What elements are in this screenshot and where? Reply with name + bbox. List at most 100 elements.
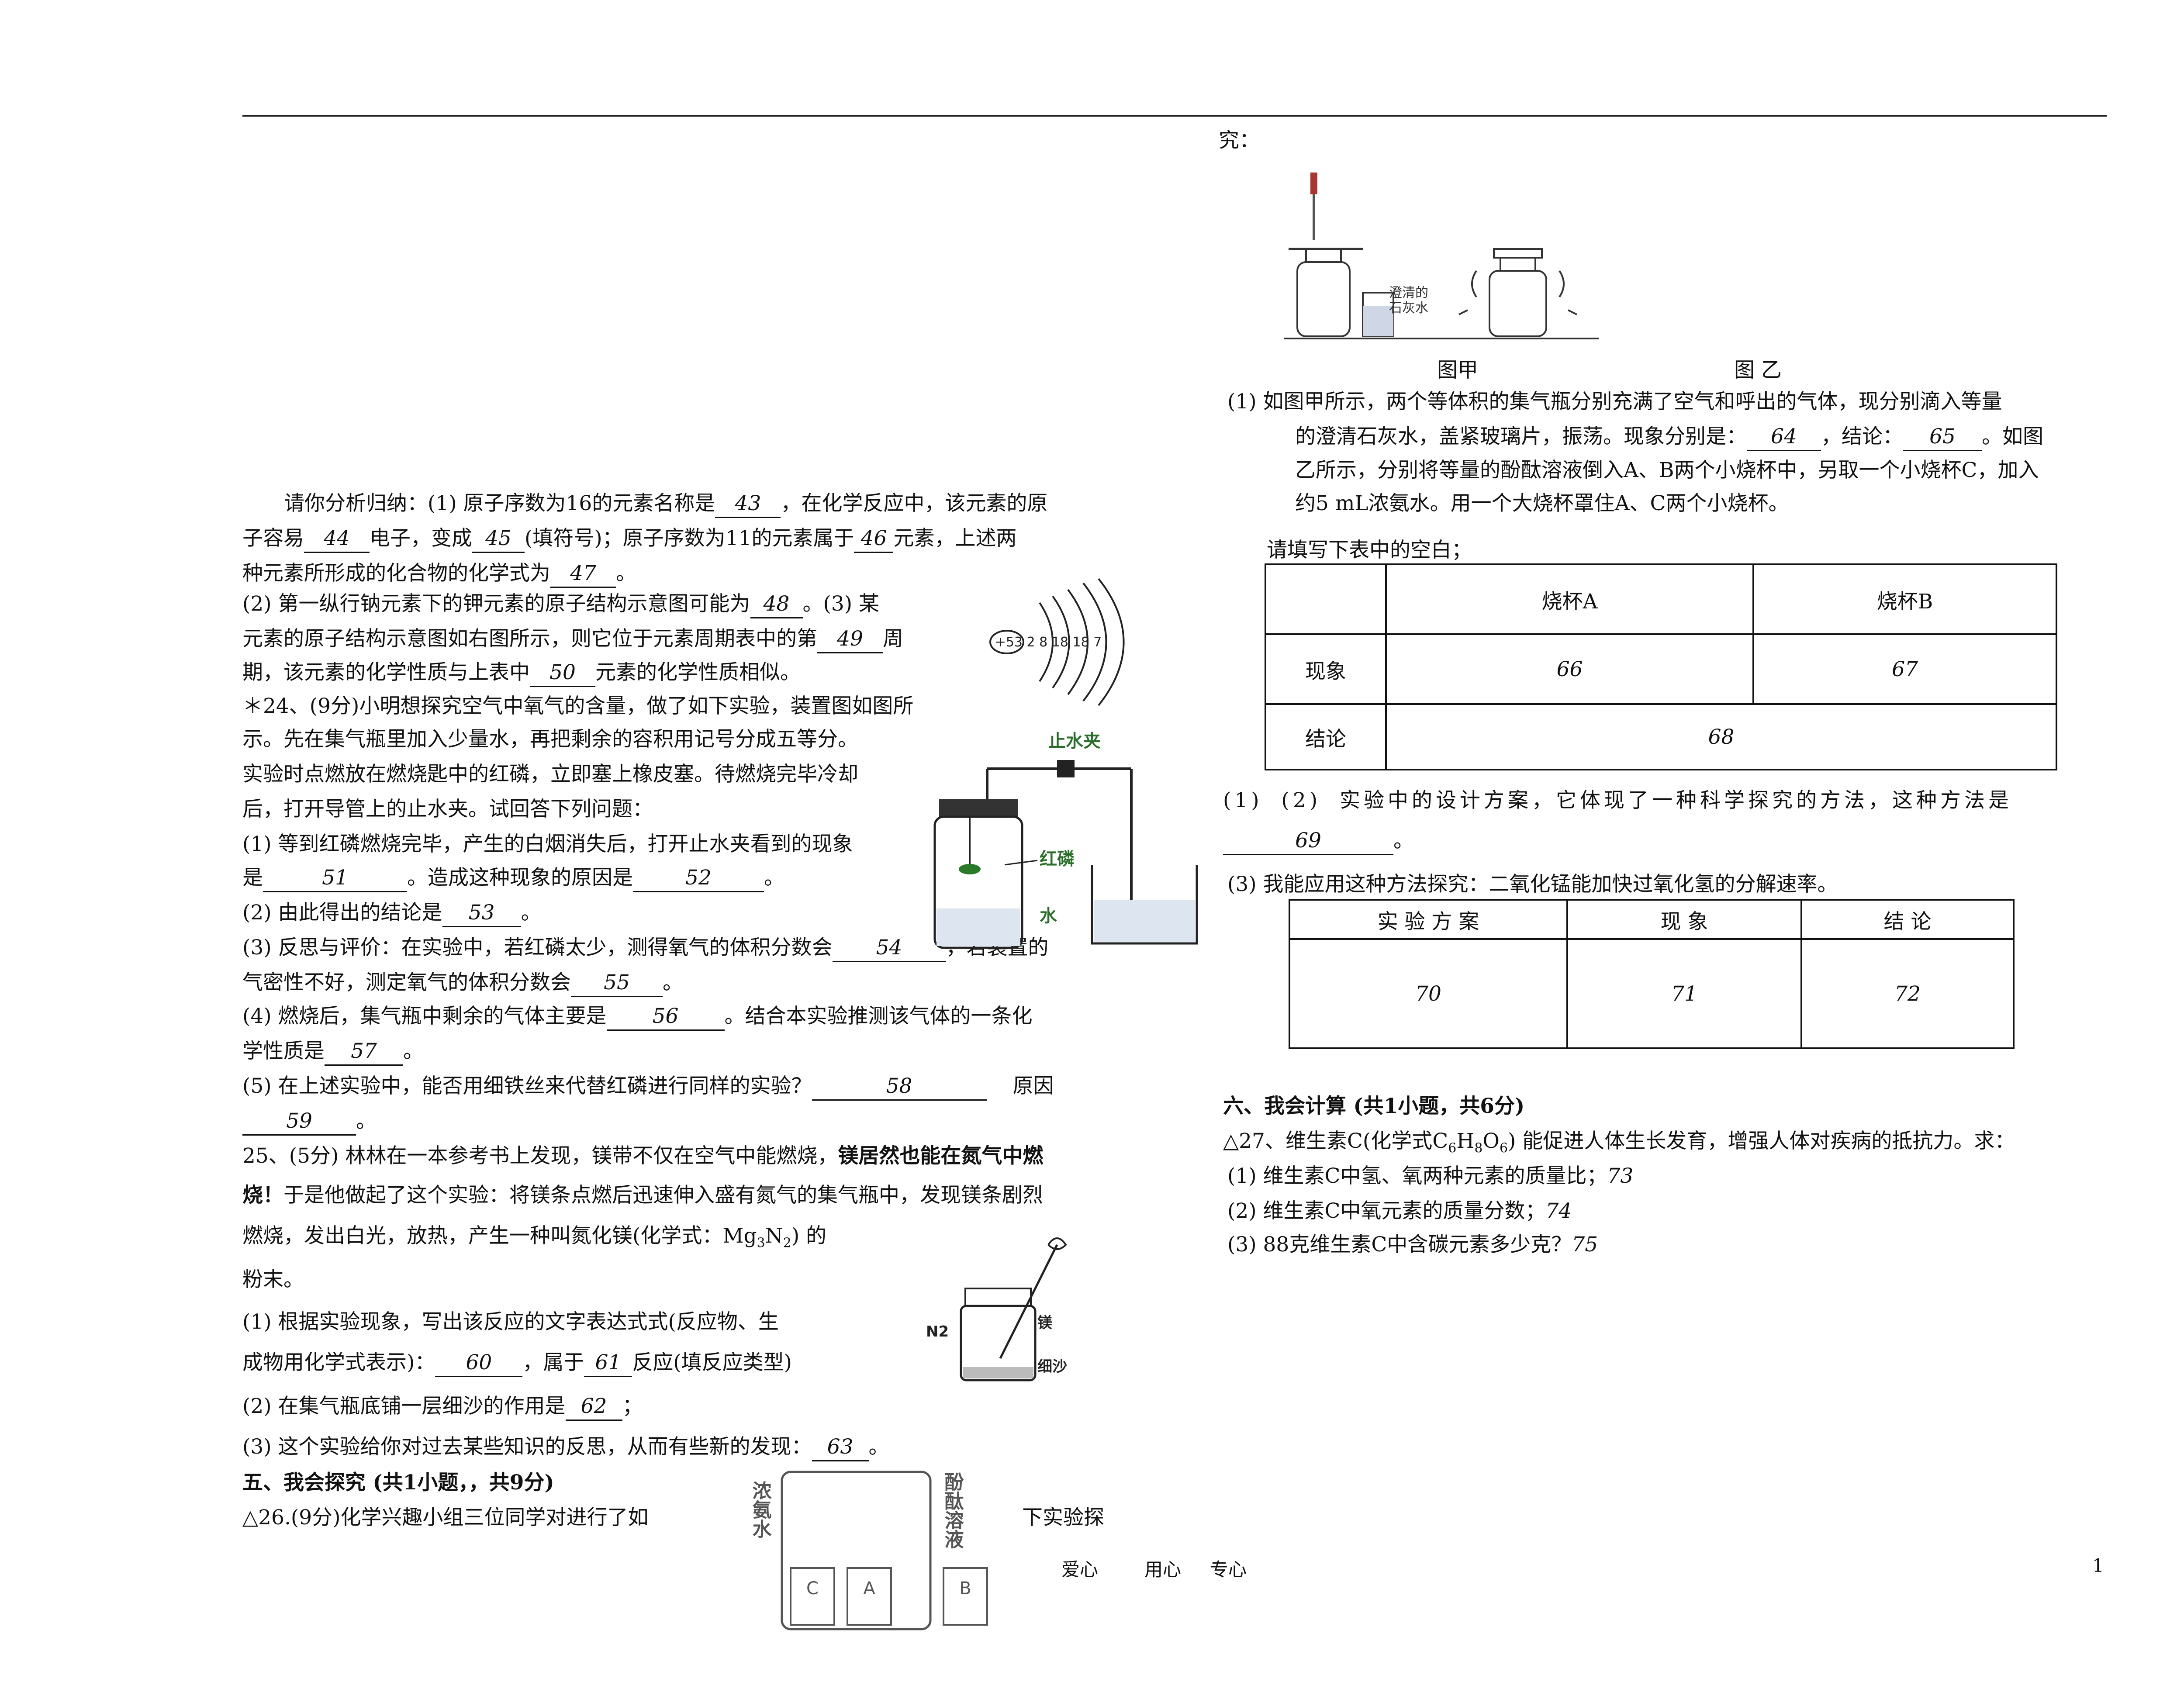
r-q26-line2: 的澄清石灰水，盖紧玻璃片，振荡。现象分别是：64，结论：65。如图 <box>1295 419 2043 454</box>
blank-47[interactable]: 47 <box>550 560 616 588</box>
footer-zhuanxin: 专心 <box>1210 1559 1247 1580</box>
q24-line3: 实验时点燃放在燃烧匙中的红磷，立即塞上橡皮塞。待燃烧完毕冷却 <box>242 762 858 786</box>
blank-52[interactable]: 52 <box>633 865 764 892</box>
atom-structure-diagram: +53 2 8 18 18 7 <box>987 577 1144 708</box>
figure-gas-bottles: 澄清的 石灰水 <box>1284 170 1599 345</box>
section-6-heading: 六、我会计算 (共1小题，共6分) <box>1223 1094 1525 1118</box>
q26-part3: (3) 我能应用这种方法探究：二氧化锰能加快过氧化氢的分解速率。 <box>1227 872 1838 896</box>
blank-48[interactable]: 48 <box>750 591 803 618</box>
blank-63[interactable]: 63 <box>812 1434 869 1461</box>
table-corner <box>1265 563 1387 635</box>
ammonia-phenolphthalein-figure: 浓氨水 酚酞溶液 C A B <box>743 1463 1005 1647</box>
blank-44[interactable]: 44 <box>304 525 370 553</box>
blank-56[interactable]: 56 <box>606 1003 725 1031</box>
experiment-table: 实 验 方 案 现 象 结 论 70 71 72 <box>1289 899 2015 1049</box>
header-beaker-b: 烧杯B <box>1752 563 2057 635</box>
blank-45[interactable]: 45 <box>472 525 525 553</box>
page-number: 1 <box>2092 1555 2104 1576</box>
blank-57[interactable]: 57 <box>325 1038 403 1066</box>
header-rule <box>242 115 2107 117</box>
blank-61[interactable]: 61 <box>584 1350 632 1377</box>
r-q26-line1: (1) 如图甲所示，两个等体积的集气瓶分别充满了空气和呼出的气体，现分别滴入等量 <box>1227 390 2002 414</box>
blank-58[interactable]: 58 <box>812 1073 987 1101</box>
red-phosphorus-label: 红磷 <box>1040 849 1075 869</box>
q26-method-answer: 69。 <box>1223 823 1414 858</box>
q25-line5: (1) 根据实验现象，写出该反应的文字表达式式(反应物、生 <box>242 1310 779 1334</box>
clamp-label: 止水夹 <box>1048 731 1101 751</box>
footer-aixin: 爱心 <box>1061 1559 1099 1580</box>
q27-part1: (1) 维生素C中氢、氧两种元素的质量比；73 <box>1227 1164 1634 1188</box>
blank-64[interactable]: 64 <box>1747 424 1821 451</box>
oxygen-apparatus-figure: 止水夹 红磷 水 <box>926 721 1214 952</box>
blank-46[interactable]: 46 <box>854 525 894 553</box>
q26-method-line: (1) (2) 实验中的设计方案，它体现了一种科学探究的方法，这种方法是 <box>1223 788 2013 812</box>
row-phenomenon: 现象 <box>1265 633 1387 705</box>
blank-62[interactable]: 62 <box>565 1393 622 1421</box>
blank-65[interactable]: 65 <box>1903 424 1982 451</box>
blank-59[interactable]: 59 <box>242 1108 356 1136</box>
blank-54[interactable]: 54 <box>832 935 946 962</box>
section-5-heading: 五、我会探究 (共1小题，，共9分) <box>242 1471 554 1495</box>
blank-69[interactable]: 69 <box>1223 828 1393 855</box>
water-label: 水 <box>1040 906 1057 926</box>
blank-55[interactable]: 55 <box>571 970 663 997</box>
q26-line: △26.(9分)化学兴趣小组三位同学对进行了如 <box>242 1506 649 1530</box>
cell-70[interactable]: 70 <box>1289 938 1568 1049</box>
answer-73[interactable]: 73 <box>1607 1164 1634 1188</box>
q25-line1: 25、(5分) 林林在一本参考书上发现，镁带不仅在空气中能燃烧，镁居然也能在氮气… <box>242 1144 1044 1168</box>
blank-49[interactable]: 49 <box>817 626 883 653</box>
q24-line4: 后，打开导管上的止水夹。试回答下列问题： <box>242 797 653 821</box>
results-table: 烧杯A 烧杯B 现象 66 67 结论 68 <box>1265 563 2057 770</box>
blank-60[interactable]: 60 <box>435 1350 523 1377</box>
blank-51[interactable]: 51 <box>263 865 407 892</box>
answer-74[interactable]: 74 <box>1545 1199 1572 1223</box>
blank-50[interactable]: 50 <box>530 660 595 687</box>
q27-part3: (3) 88克维生素C中含碳元素多少克？75 <box>1227 1233 1598 1257</box>
n2-label: N2 <box>926 1323 949 1340</box>
magnesium-nitrogen-figure: N2 镁 细沙 <box>917 1227 1083 1385</box>
answer-75[interactable]: 75 <box>1572 1233 1598 1257</box>
table-intro: 请填写下表中的空白； <box>1267 538 1472 562</box>
header-result: 结 论 <box>1800 899 2015 940</box>
phenolphthalein-label: 酚酞溶液 <box>941 1472 964 1549</box>
conc-ammonia-label: 浓氨水 <box>749 1481 772 1538</box>
q24-line5: (1) 等到红磷燃烧完毕，产生的白烟消失后，打开止水夹看到的现象 <box>242 832 853 856</box>
cell-68[interactable]: 68 <box>1385 703 2057 770</box>
beaker-a-label: A <box>863 1578 875 1599</box>
q26-line-right: 下实验探 <box>1022 1506 1104 1530</box>
limewater-label-1: 澄清的 <box>1389 285 1428 300</box>
r-q26-line3: 乙所示，分别将等量的酚酞溶液倒入A、B两个小烧杯中，另取一个小烧杯C，加入 <box>1295 458 2039 482</box>
blank-43[interactable]: 43 <box>715 490 781 518</box>
cell-72[interactable]: 72 <box>1800 938 2015 1049</box>
cell-71[interactable]: 71 <box>1566 938 1802 1049</box>
beaker-b-label: B <box>959 1578 971 1599</box>
mg-label: 镁 <box>1037 1314 1052 1332</box>
cell-67[interactable]: 67 <box>1752 633 2057 705</box>
q24-line2: 示。先在集气瓶里加入少量水，再把剩余的容积用记号分成五等分。 <box>242 727 858 751</box>
q25-line4: 粉末。 <box>242 1268 304 1292</box>
q25-line8: (3) 这个实验给你对过去某些知识的反思，从而有些新的发现：63。 <box>242 1430 889 1464</box>
atom-label: +53 2 8 18 18 7 <box>995 635 1102 650</box>
q25-line2: 烧！于是他做起了这个实验：将镁条点燃后迅速伸入盛有氮气的集气瓶中，发现镁条剧烈 <box>242 1183 1043 1207</box>
blank-53[interactable]: 53 <box>442 900 521 927</box>
q27-stem: △27、维生素C(化学式C6H8O6) 能促进人体生长发育，增强人体对疾病的抵抗… <box>1223 1129 2015 1156</box>
caption-fig-b: 图 乙 <box>1734 358 1782 382</box>
q27-part2: (2) 维生素C中氧元素的质量分数；74 <box>1227 1199 1572 1223</box>
cell-66[interactable]: 66 <box>1385 633 1754 705</box>
header-observation: 现 象 <box>1566 899 1802 940</box>
header-plan: 实 验 方 案 <box>1289 899 1568 940</box>
q24-line1: ＊24、(9分)小明想探究空气中氧气的含量，做了如下实验，装置图如图所 <box>242 694 914 718</box>
